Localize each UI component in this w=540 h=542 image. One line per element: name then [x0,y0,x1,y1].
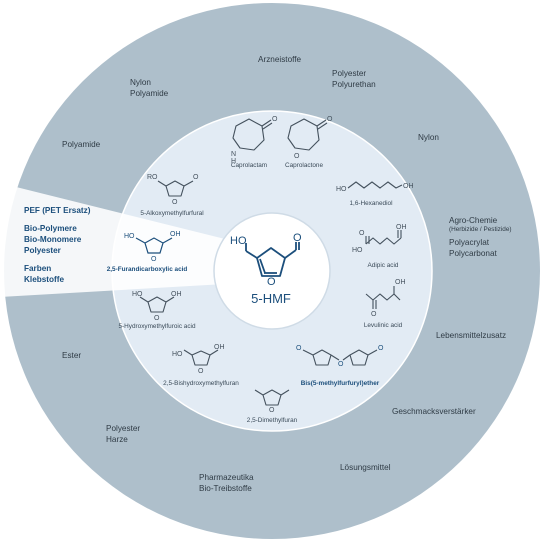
caprolactone-structure [287,118,328,151]
adipic-ho-atom: HO [352,247,363,254]
application-polyester-harze: Polyester Harze [106,423,140,445]
wedge-text-klebstoffe: Klebstoffe [24,275,65,284]
application-pharmazeutika: Pharmazeutika Bio-Treibstoffe [199,472,254,494]
application-line: Bio-Treibstoffe [199,484,252,493]
application-ester: Ester [62,350,81,361]
bmfe-structure [302,349,378,366]
wedge-text-farben: Farben [24,264,52,273]
dmf-o-atom: O [269,407,275,414]
application-line: Polyester [332,69,367,78]
hmf-aldehyde-o-atom: O [293,232,302,244]
adipic-oh-atom: OH [396,224,407,231]
bmfe-ether-o-atom: O [338,361,344,368]
molecule-label-fdca: 2,5-Furandicarboxylic acid [106,266,188,273]
amf-o-atom: O [193,174,199,181]
application-polyester-polyurethan: Polyester Polyurethan [332,68,376,90]
wedge-text-biopolymere: Bio-Polymere [24,224,77,233]
application-line: Lebensmittelzusatz [436,331,507,340]
application-nylon: Nylon [418,132,439,143]
molecule-label-bhmf: 2,5-Bishydroxymethylfuran [163,380,239,387]
application-line: Nylon [418,133,439,142]
amf-structure [157,180,194,197]
center-circle [213,212,331,330]
adipic-structure [365,230,402,245]
application-line: Pharmazeutika [199,473,254,482]
application-polyacrylat: Polyacrylat Polycarbonat [449,237,497,259]
wedge-text-polyester: Polyester [24,246,61,255]
fdca-structure [135,237,173,254]
application-line: Polyurethan [332,80,376,89]
application-line: Polyamide [62,140,101,149]
amf-ro-atom: RO [147,174,158,181]
application-line: Polyester [106,424,141,433]
application-subline: (Herbizide / Pestizide) [449,226,512,233]
bhmf-structure [183,349,219,366]
levulinic-o-atom: O [371,311,377,318]
caprolactam-n-atom: N [231,151,236,158]
caprolactone-o-atom: O [327,116,333,123]
highlight-wedge [0,183,225,297]
molecule-label-dmf: 2,5-Dimethylfuran [246,417,298,424]
application-line: Polyacrylat [449,238,490,247]
fdca-ho-atom: HO [124,233,135,240]
amf-ring-o-atom: O [172,199,178,206]
hmf-ring-o-atom: O [267,276,276,288]
application-agro-chemie: Agro-Chemie (Herbizide / Pestizide) [449,215,512,234]
hmfa-oh-atom: OH [171,291,182,298]
hmfa-structure [139,296,175,313]
molecule-label-adipic: Adipic acid [367,262,399,269]
application-lebensmittelzusatz: Lebensmittelzusatz [436,330,506,341]
molecule-label-hmfa: 5-Hydroxymethylfuroic acid [118,323,196,330]
wedge-text-biomonomere: Bio-Monomere [24,235,82,244]
molecule-label-caprolactam: Caprolactam [230,162,268,169]
application-geschmacksverstaerker: Geschmacksverstärker [392,406,476,417]
application-line: Arzneistoffe [258,55,302,64]
application-polyamide: Polyamide [62,139,100,150]
application-line: Ester [62,351,82,360]
bhmf-ring-o-atom: O [198,368,204,375]
fdca-oh-atom: OH [170,231,181,238]
bhmf-ho-atom: HO [172,351,183,358]
molecule-label-bmfe: Bis(5-methylfurfuryl)ether [300,380,380,387]
levulinic-structure [365,286,401,309]
application-line: Agro-Chemie [449,216,498,225]
application-line: Nylon [130,78,151,87]
caprolactam-o-atom: O [272,116,278,123]
hexanediol-structure [347,181,403,189]
bhmf-oh-atom: OH [214,344,225,351]
molecule-label-caprolactone: Caprolactone [284,162,324,169]
bmfe-o-atom-left: O [296,345,302,352]
caprolactone-ring-o-atom: O [294,153,300,160]
levulinic-oh-atom: OH [395,279,406,286]
application-nylon-polyamide: Nylon Polyamide [130,77,168,99]
hmfa-ring-o-atom: O [154,315,160,322]
application-line: Polyamide [130,89,169,98]
molecule-label-levulinic: Levulinic acid [363,322,403,329]
fdca-ring-o-atom: O [151,256,157,263]
dmf-structure [254,389,290,406]
molecule-label-amf: 5-Alkoxymethylfurfural [140,210,204,217]
caprolactam-structure [232,118,273,151]
application-loesungsmittel: Lösungsmittel [340,462,391,473]
hexanediol-ho-atom: HO [336,186,347,193]
bmfe-o-atom-right: O [378,345,384,352]
application-line: Polycarbonat [449,249,497,258]
adipic-o-atom: O [359,230,365,237]
application-arzneistoffe: Arzneistoffe [258,54,301,65]
application-line: Harze [106,435,128,444]
application-line: Lösungsmittel [340,463,391,472]
wedge-text-pef: PEF (PET Ersatz) [24,206,91,215]
molecule-label-hexanediol: 1,6-Hexanediol [349,200,393,207]
caprolactam-h-atom: H [231,158,236,165]
hexanediol-oh-atom: OH [403,183,414,190]
hmf-structure [245,242,300,277]
application-line: Geschmacksverstärker [392,407,476,416]
hmfa-ho-atom: HO [132,291,143,298]
hmf-ho-atom: HO [230,235,247,247]
center-label: 5-HMF [251,291,291,306]
